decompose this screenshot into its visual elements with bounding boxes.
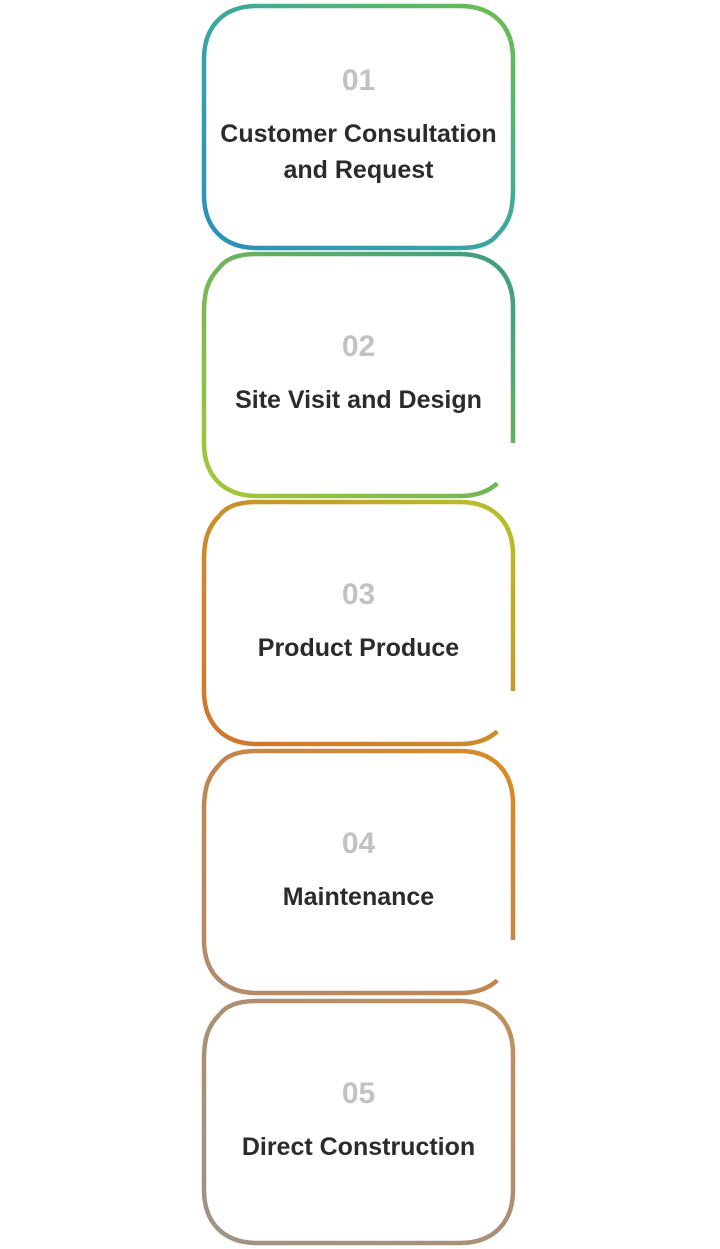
step-4-rounded-outline bbox=[201, 748, 517, 996]
step-3-rounded-outline bbox=[201, 499, 517, 747]
process-step-4: 04 Maintenance bbox=[201, 748, 517, 996]
step-5-number: 05 bbox=[341, 1077, 376, 1110]
step-3-content: 03 Product Produce bbox=[202, 499, 515, 745]
step-3-title: Product Produce bbox=[257, 634, 460, 662]
step-5-title: Direct Construction bbox=[241, 1133, 476, 1161]
step-4-title: Maintenance bbox=[282, 883, 435, 911]
step-3-number: 03 bbox=[341, 578, 376, 611]
step-4-content: 04 Maintenance bbox=[202, 748, 515, 994]
step-1-number: 01 bbox=[341, 64, 376, 97]
step-2-content: 02 Site Visit and Design bbox=[202, 251, 515, 497]
step-4-number: 04 bbox=[341, 827, 376, 860]
process-step-3: 03 Product Produce bbox=[201, 499, 517, 747]
step-2-number: 02 bbox=[341, 330, 376, 363]
step-2-title: Site Visit and Design bbox=[235, 386, 482, 414]
step-1-rounded-outline bbox=[201, 3, 516, 251]
step-2-rounded-outline bbox=[201, 251, 517, 499]
step-5-rounded-outline bbox=[201, 998, 516, 1246]
process-step-2: 02 Site Visit and Design bbox=[201, 251, 517, 499]
process-step-1: 01 Customer Consultation and Request bbox=[201, 3, 516, 251]
step-1-title: Customer Consultation and Request bbox=[220, 120, 497, 184]
step-1-content: 01 Customer Consultation and Request bbox=[202, 3, 515, 249]
step-5-content: 05 Direct Construction bbox=[202, 998, 515, 1244]
process-step-5: 05 Direct Construction bbox=[201, 998, 516, 1246]
